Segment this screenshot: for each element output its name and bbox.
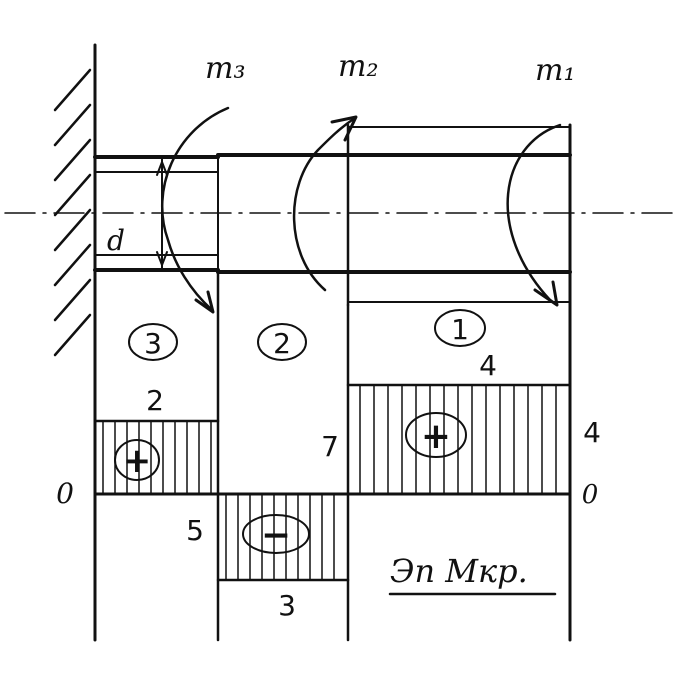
moment-label-m2: m₂	[338, 49, 378, 84]
moment-arrow-m2	[292, 115, 358, 292]
torque-block-section-1: +	[346, 383, 572, 495]
value-sec1-right: 4	[583, 416, 601, 449]
diagram-title: Эп Мкр.	[390, 552, 528, 590]
section-marker-1: 1	[434, 309, 486, 347]
sign-sec3: +	[123, 441, 152, 481]
moment-arrow-m1	[506, 123, 562, 307]
diameter-label: d	[107, 224, 125, 257]
value-sec2-bottom: 3	[278, 589, 296, 622]
wall-hatching	[53, 68, 92, 357]
torque-block-section-3: +	[93, 419, 220, 495]
section-number-1: 1	[451, 313, 469, 346]
zero-right: 0	[582, 480, 599, 510]
value-sec3: 2	[146, 384, 164, 417]
sign-sec2: −	[261, 515, 291, 556]
torque-block-section-2: −	[216, 493, 350, 582]
shaft-section-1	[346, 123, 572, 642]
shaft-section-2	[216, 123, 350, 307]
moment-label-m3: m₃	[205, 51, 245, 86]
value-sec2-left: 5	[186, 514, 204, 547]
sign-sec1: +	[421, 416, 451, 457]
section-marker-2: 2	[257, 323, 307, 361]
shaft-section-3	[93, 155, 220, 272]
section-number-2: 2	[273, 327, 291, 360]
value-sec1-top: 4	[479, 349, 497, 382]
value-sec2-top: 7	[321, 430, 339, 463]
moment-arrow-m3	[160, 106, 230, 314]
zero-left: 0	[56, 477, 74, 510]
section-marker-3: 3	[128, 323, 178, 361]
moment-label-m1: m₁	[535, 53, 575, 88]
section-number-3: 3	[144, 327, 162, 360]
